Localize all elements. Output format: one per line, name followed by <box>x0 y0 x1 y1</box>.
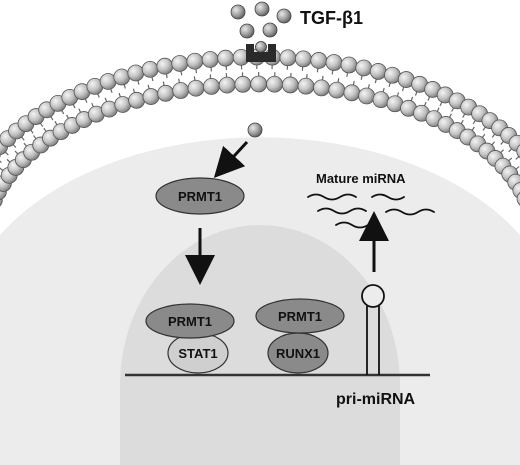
lipid-head <box>372 91 390 109</box>
lipid-head <box>250 75 268 93</box>
lipid-head <box>113 68 131 86</box>
lipid-head <box>234 75 252 93</box>
lipid-head <box>369 63 387 80</box>
complex-prmt1-runx1: RUNX1 PRMT1 <box>255 298 345 374</box>
lipid-head <box>340 56 358 74</box>
lipid-head <box>328 81 346 99</box>
lipid-head <box>516 144 520 159</box>
prmt1-protein-runx <box>255 298 345 334</box>
lipid-head <box>127 64 145 82</box>
lipid-head <box>217 49 235 67</box>
runx1-label: RUNX1 <box>276 346 320 361</box>
prmt1-label-runx: PRMT1 <box>278 309 322 324</box>
lipid-head <box>218 76 236 94</box>
pri-mirna-hairpin <box>361 284 385 375</box>
lipid-head <box>355 59 373 77</box>
lipid-head <box>295 50 312 68</box>
lipid-head <box>157 84 175 102</box>
lipid-head <box>142 88 160 105</box>
pri-mirna-label: pri-miRNA <box>336 391 416 408</box>
lipid-head <box>325 54 343 71</box>
lipid-head <box>172 82 190 99</box>
lipid-head <box>141 60 159 78</box>
receptor <box>246 41 276 62</box>
lipid-head <box>358 87 376 105</box>
lipid-head <box>279 49 297 67</box>
mature-mirna-label: Mature miRNA <box>316 171 406 186</box>
lipid-tail <box>515 154 520 160</box>
prmt1-protein-stat <box>145 303 235 339</box>
internalized-ligand <box>247 122 263 138</box>
prmt1-cytoplasmic-label: PRMT1 <box>178 189 222 204</box>
lipid-head <box>114 96 132 113</box>
tgf-beta1-ligands <box>230 1 292 39</box>
lipid-head <box>266 75 283 93</box>
lipid-head <box>201 51 219 68</box>
prmt1-cytoplasmic: PRMT1 <box>155 177 245 215</box>
lipid-head <box>186 52 204 70</box>
tgf-beta1-label: TGF-β1 <box>300 8 363 28</box>
lipid-head <box>297 77 315 95</box>
prmt1-label-stat: PRMT1 <box>168 314 212 329</box>
lipid-head <box>281 76 299 94</box>
lipid-head <box>187 79 205 97</box>
stat1-label: STAT1 <box>178 346 217 361</box>
lipid-head <box>203 78 220 95</box>
lipid-head <box>313 79 330 97</box>
arrow-to-prmt1 <box>213 140 249 179</box>
lipid-head <box>156 57 174 75</box>
lipid-head <box>343 84 361 102</box>
complex-prmt1-stat1: STAT1 PRMT1 <box>145 303 235 374</box>
lipid-head <box>310 52 328 69</box>
lipid-head <box>171 55 189 72</box>
lipid-head <box>128 91 146 109</box>
nucleus <box>120 225 400 465</box>
cell-membrane <box>0 48 520 207</box>
mature-mirna-strands <box>307 193 435 229</box>
lipid-head <box>516 192 520 206</box>
